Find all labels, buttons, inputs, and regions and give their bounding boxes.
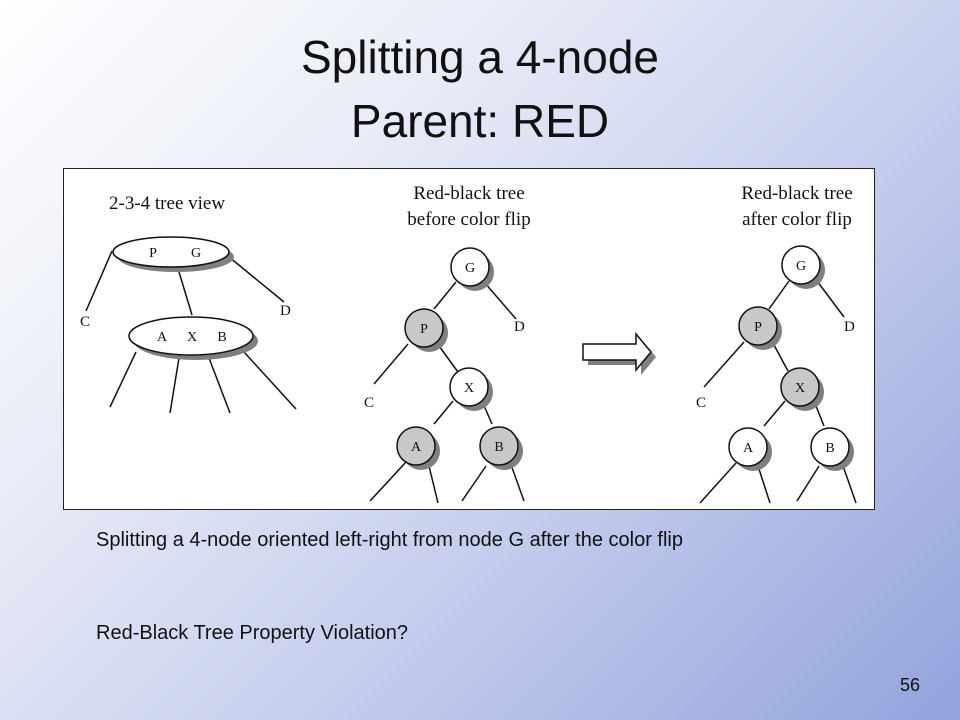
edge-after-a-2 (757, 465, 771, 504)
panel-234-leaf-c: C (80, 314, 90, 330)
before-node-a-label: A (411, 440, 422, 455)
edge-before-g-d (483, 281, 517, 320)
axb-node-label-b: B (217, 330, 226, 345)
edge-before-x-a (433, 400, 454, 425)
before-node-a (396, 426, 436, 466)
before-node-p-label: P (420, 322, 428, 337)
after-node-b (810, 427, 850, 467)
edge-before-a-1 (369, 461, 407, 502)
before-node-x-label: X (464, 381, 474, 396)
edge-axb-3 (208, 357, 231, 414)
pg-node-label-p: P (149, 246, 157, 261)
edge-axb-4 (243, 351, 297, 410)
after-node-x-label: X (795, 381, 805, 396)
panel-234-leaf-d: D (280, 303, 291, 319)
panel-after-heading-1: Red-black tree (741, 183, 852, 204)
after-node-p (738, 306, 778, 346)
edge-after-b-2 (841, 462, 857, 504)
page-number: 56 (899, 675, 920, 695)
after-node-p-label: P (754, 320, 762, 335)
axb-node (128, 316, 254, 356)
edge-after-b-1 (796, 465, 820, 502)
pg-node-label-g: G (191, 246, 201, 261)
after-leaf-d: D (844, 319, 855, 335)
before-node-x (449, 367, 489, 407)
after-node-a-label: A (743, 441, 754, 456)
axb-node-label-a: A (157, 330, 168, 345)
after-leaf-c: C (696, 395, 706, 411)
slide-subtitle: Parent: RED (350, 95, 610, 147)
edge-axb-1 (109, 351, 137, 408)
before-node-b (479, 426, 519, 466)
panel-rb-after: Red-black tree after color flip G P X (696, 183, 857, 504)
before-node-b-label: B (494, 440, 503, 455)
panel-before-heading-1: Red-black tree (413, 183, 524, 204)
panel-after-heading-2: after color flip (742, 209, 852, 230)
before-node-g-label: G (465, 261, 475, 276)
edge-pg-to-axb (178, 271, 193, 316)
edge-after-x-a (763, 400, 786, 427)
after-node-g (781, 245, 821, 285)
before-node-g (450, 247, 490, 287)
figure-caption: Splitting a 4-node oriented left-right f… (96, 529, 683, 551)
right-arrow-icon (582, 331, 656, 375)
edge-pg-to-d (228, 256, 285, 303)
before-node-p (404, 308, 444, 348)
edge-axb-2 (169, 357, 180, 414)
tree-diagram: 2-3-4 tree view P G A X B C D R (63, 168, 875, 510)
after-node-a (728, 427, 768, 467)
question-text: Red-Black Tree Property Violation? (96, 622, 409, 644)
after-node-b-label: B (825, 441, 834, 456)
axb-node-label-x: X (187, 330, 197, 345)
panel-before-heading-2: before color flip (407, 209, 530, 230)
edge-pg-to-c (85, 250, 113, 312)
panel-234-heading: 2-3-4 tree view (109, 193, 225, 214)
edge-after-g-p (768, 280, 790, 310)
edge-before-b-1 (461, 465, 487, 502)
edge-before-a-2 (428, 465, 439, 504)
after-node-g-label: G (796, 259, 806, 274)
edge-after-p-c (703, 341, 745, 388)
before-leaf-d: D (514, 319, 525, 335)
edge-after-a-1 (699, 462, 737, 504)
edge-after-g-d (816, 280, 845, 318)
edge-after-p-x (773, 344, 789, 372)
edge-before-p-x (438, 345, 459, 373)
panel-234-tree: 2-3-4 tree view P G A X B C D (80, 193, 297, 414)
before-leaf-c: C (364, 395, 374, 411)
pg-node (112, 236, 230, 268)
after-node-x (780, 367, 820, 407)
panel-rb-before: Red-black tree before color flip G P X (364, 183, 531, 504)
edge-before-b-2 (509, 461, 525, 502)
edge-before-g-p (433, 281, 457, 310)
slide-title: Splitting a 4-node (300, 31, 660, 83)
edge-before-p-c (373, 343, 409, 385)
